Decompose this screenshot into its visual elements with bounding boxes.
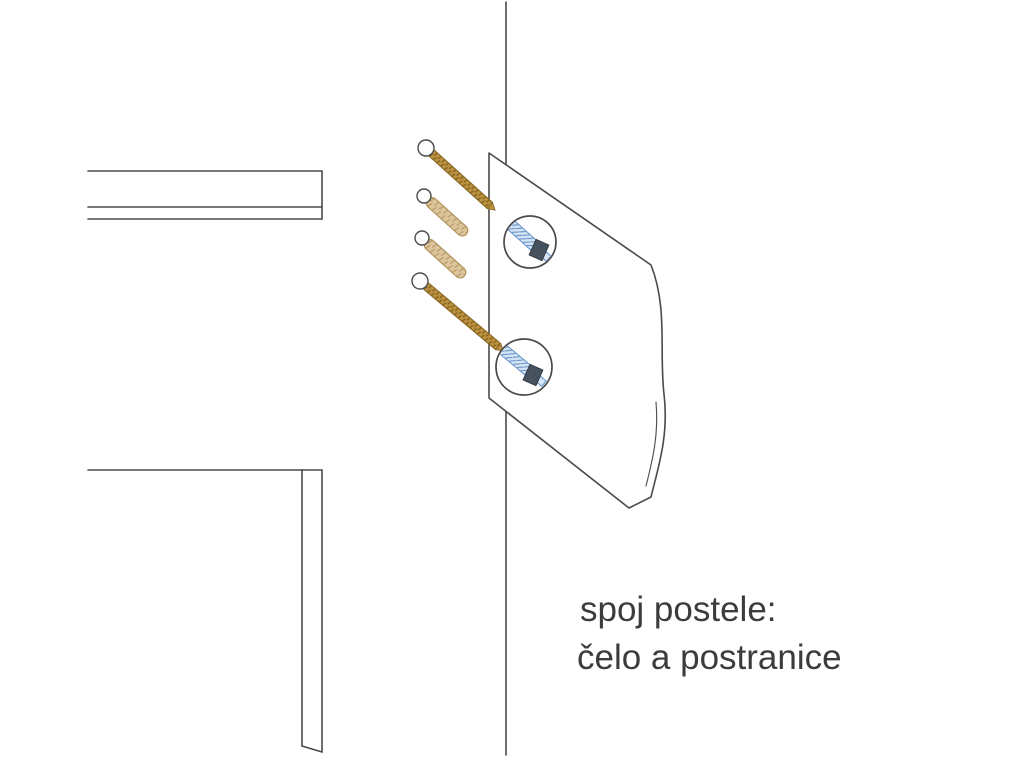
panel-edge-wave-line (645, 401, 658, 487)
bottom-rail-corner (87, 469, 323, 753)
dowel-bottom (414, 230, 467, 279)
bolt-bottom-head (411, 272, 429, 290)
dowel-top-end (416, 188, 432, 204)
top-rail (87, 170, 323, 220)
cam-lock-bottom (495, 338, 553, 396)
side-panel (488, 152, 667, 509)
caption-line-2: čelo a postranice (577, 638, 842, 677)
dowel-top-shaft (425, 196, 469, 237)
bolt-top-head (417, 139, 435, 157)
bolt-top (417, 139, 496, 211)
fasteners (411, 139, 505, 352)
panel-face (488, 152, 667, 509)
cam-nut-bottom (522, 363, 544, 387)
bolt-top-shaft (427, 148, 494, 210)
cam-nut-top (528, 238, 550, 262)
bottom-rail-bottom-edge (301, 745, 323, 753)
dowel-top (416, 188, 469, 237)
dowel-bottom-shaft (423, 238, 467, 279)
cam-lock-top (503, 215, 557, 269)
bolt-top-tip (486, 201, 496, 211)
dowel-bottom-end (414, 230, 430, 246)
caption: spoj postele: čelo a postranice (577, 590, 842, 677)
caption-line-1: spoj postele: (580, 590, 777, 629)
